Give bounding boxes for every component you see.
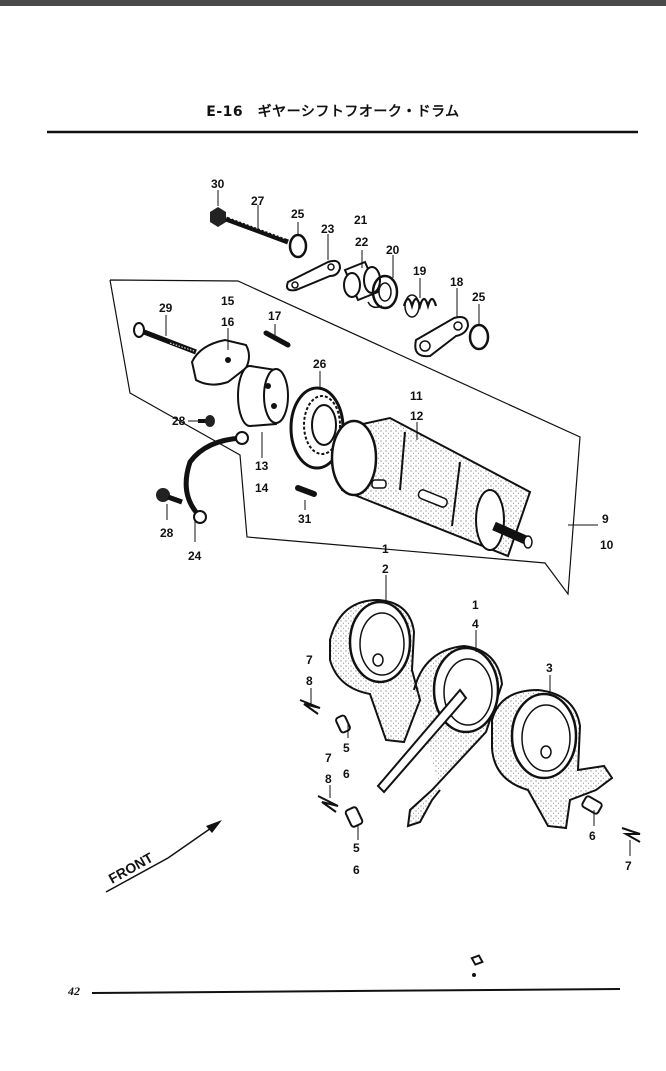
washer-25-right	[468, 323, 490, 351]
spring-20	[367, 274, 399, 310]
plate-18	[414, 316, 470, 358]
roller-6-right	[581, 795, 603, 815]
page-title: E-16 ギヤーシフトフオーク・ドラム	[206, 104, 460, 120]
callout-18: 18	[450, 275, 464, 289]
washer-25-top	[288, 233, 308, 259]
spring-19	[402, 294, 438, 318]
callout-26: 26	[313, 357, 327, 371]
pin-31	[295, 485, 317, 497]
callout-7-mid: 7	[325, 751, 332, 765]
callout-15: 15	[221, 294, 235, 308]
clip-7-8-top	[299, 699, 321, 715]
callout-13: 13	[255, 459, 269, 473]
callout-28-top: 28	[172, 414, 186, 428]
pin-17	[263, 330, 291, 348]
handwritten-mark: ᛜ	[462, 948, 496, 973]
callout-1-mid: 1	[472, 598, 479, 612]
page-number: 42	[68, 984, 80, 998]
clip-7-8-mid	[317, 795, 339, 813]
callout-1-left: 1	[382, 542, 389, 556]
roller-5-6-bottom	[344, 806, 364, 828]
stopper-24	[183, 431, 249, 524]
shift-fork-1-2	[329, 598, 422, 744]
callout-7-top: 7	[306, 653, 313, 667]
screw-28-bottom	[156, 488, 183, 505]
callout-2: 2	[382, 562, 389, 576]
callout-3: 3	[546, 661, 553, 675]
callout-20: 20	[386, 243, 400, 257]
callout-6-bottom: 6	[353, 863, 360, 877]
top-border-bar	[0, 0, 666, 6]
drum-assembly-outline	[109, 279, 581, 596]
plate-23	[286, 259, 342, 292]
shift-fork-1-4	[376, 644, 504, 828]
roller-5-6-top	[335, 714, 351, 734]
bearing-26	[289, 386, 345, 470]
shift-drum-11-12	[330, 416, 533, 558]
front-label: FRONT	[106, 849, 156, 887]
callout-27: 27	[251, 194, 265, 208]
callout-8-mid: 8	[325, 772, 332, 786]
callout-22: 22	[355, 235, 369, 249]
callout-28-bottom: 28	[160, 526, 174, 540]
bolt-29	[133, 322, 197, 355]
callout-4: 4	[472, 617, 479, 631]
callout-24: 24	[188, 549, 202, 563]
front-underline	[105, 857, 169, 893]
collar-22	[343, 260, 381, 302]
callout-8-top: 8	[306, 674, 313, 688]
callout-29: 29	[159, 301, 173, 315]
front-arrow	[167, 825, 215, 859]
callout-6-right: 6	[589, 829, 596, 843]
callout-12: 12	[410, 409, 424, 423]
callout-7-right: 7	[625, 859, 632, 873]
callout-17: 17	[268, 309, 282, 323]
clip-7-right	[621, 827, 641, 843]
callout-10: 10	[600, 538, 614, 552]
callout-31: 31	[298, 512, 312, 526]
callout-5-top: 5	[343, 741, 350, 755]
shift-fork-3	[491, 688, 614, 830]
front-arrowhead	[206, 820, 222, 833]
callout-19: 19	[413, 264, 427, 278]
callout-14: 14	[255, 481, 269, 495]
callout-9: 9	[602, 512, 609, 526]
callout-5-bottom: 5	[353, 841, 360, 855]
callout-21: 21	[354, 213, 368, 227]
callout-25-right: 25	[472, 290, 486, 304]
leader-lines	[165, 190, 631, 856]
callout-11: 11	[410, 389, 423, 403]
screw-28-top-head	[205, 415, 215, 427]
callout-25-top: 25	[291, 207, 305, 221]
bolt-27	[210, 207, 289, 245]
callout-6-top: 6	[343, 767, 350, 781]
callout-30: 30	[211, 177, 225, 191]
callout-16: 16	[221, 315, 235, 329]
handwritten-dot	[472, 973, 476, 977]
footer-rule	[91, 988, 621, 994]
pin-plate-13-14	[237, 365, 289, 427]
callout-23: 23	[321, 222, 335, 236]
cam-plate-15-16	[190, 338, 250, 386]
